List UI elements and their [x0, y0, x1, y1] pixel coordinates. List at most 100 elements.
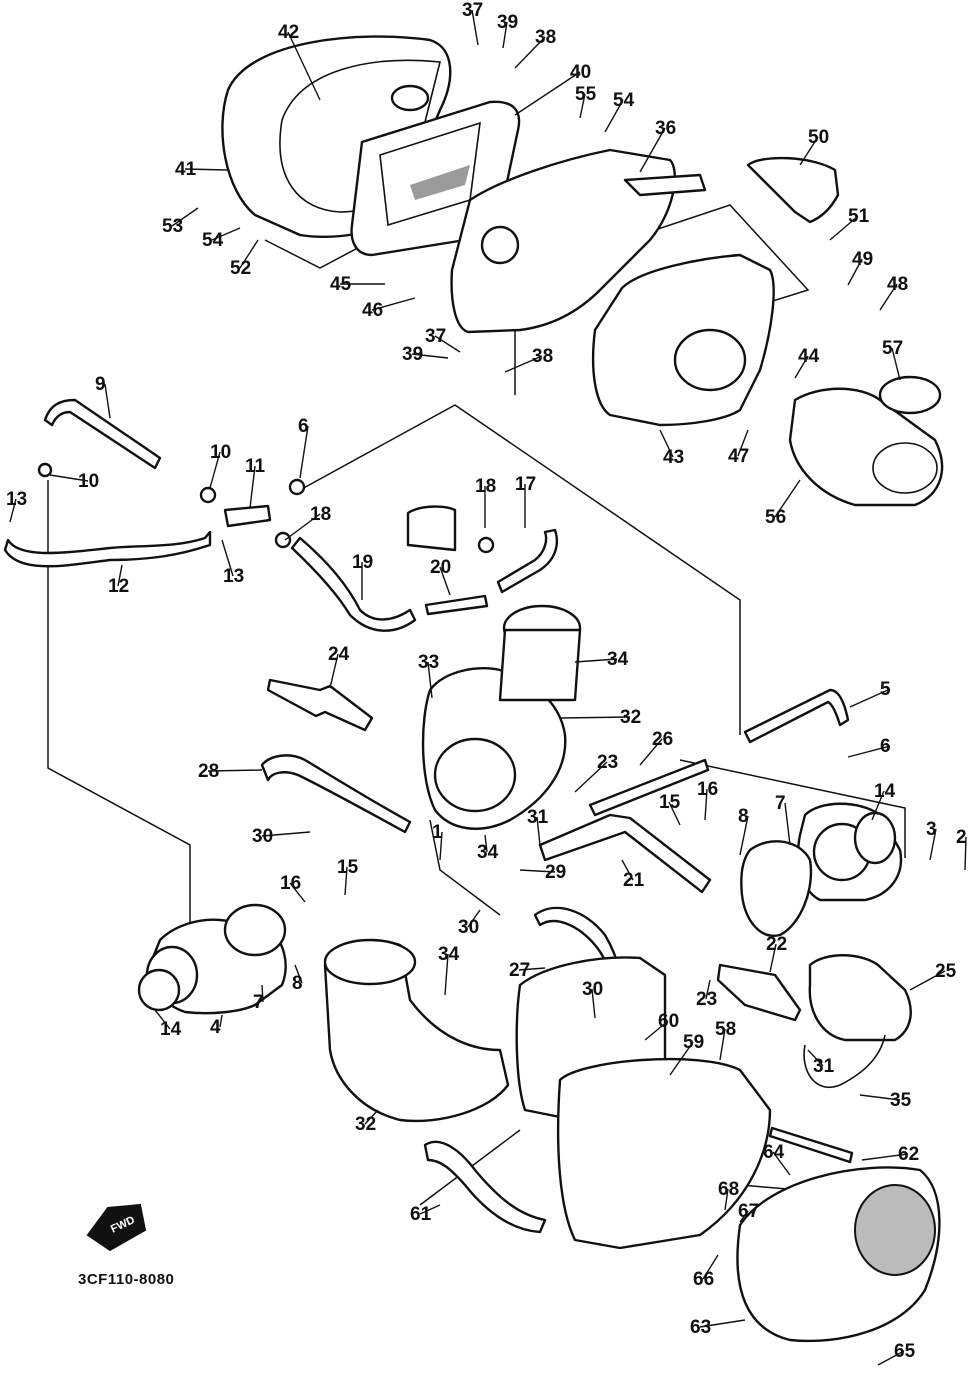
leader-hose	[104, 383, 111, 419]
leader-lower-bracket	[504, 355, 543, 373]
callout-plate: 8	[292, 973, 303, 994]
callout-joint: 4	[210, 1017, 221, 1038]
drawing-code: 3CF110-8080	[78, 1271, 175, 1288]
leader-bolt	[861, 1153, 909, 1161]
callout-upper-grommet: 37	[462, 0, 483, 21]
leader-clamp	[261, 984, 264, 1003]
leader-clip	[807, 1049, 824, 1067]
leader-band	[484, 834, 488, 853]
leader-air-duct	[774, 479, 801, 518]
leader-clip	[847, 745, 891, 758]
callout-band: 34	[438, 944, 460, 965]
leader-clip	[49, 474, 89, 482]
callout-screw: 15	[659, 792, 681, 813]
callout-bolt: 48	[887, 274, 908, 295]
callout-air-duct: 32	[620, 707, 641, 728]
callout-o-ring: 14	[874, 781, 896, 802]
leader-screw	[668, 801, 681, 826]
leader-upper-bracket	[514, 36, 546, 69]
callout-clip: 30	[458, 917, 479, 938]
joint-21	[538, 813, 712, 894]
callout-bolt: 60	[658, 1011, 679, 1032]
callout-seal: 42	[278, 22, 299, 43]
leader-plate	[294, 964, 303, 984]
leader-clip	[284, 513, 321, 541]
leader-nut	[772, 1151, 791, 1176]
left-joint-assembly	[137, 903, 287, 1015]
callout-switch: 25	[935, 961, 957, 982]
leader-clip	[536, 816, 541, 846]
callout-screw: 15	[337, 857, 359, 878]
callout-lower-collar: 39	[402, 344, 423, 365]
leader-clip	[9, 498, 17, 523]
leader-joint	[329, 653, 339, 689]
callout-bolt: 29	[545, 862, 566, 883]
callout-hose: 12	[108, 576, 129, 597]
leader-band	[444, 953, 449, 996]
callout-joint: 33	[418, 652, 439, 673]
callout-lower-grommet: 37	[425, 326, 446, 347]
filter-case	[450, 148, 707, 334]
leader-clip	[299, 425, 309, 479]
leader-bolt	[519, 869, 556, 873]
leader-washer	[704, 788, 708, 821]
callout-clip: 6	[880, 736, 891, 757]
callout-cover-bracket: 50	[808, 127, 829, 148]
leader-hose	[207, 769, 263, 772]
leader-hose	[639, 738, 663, 766]
callout-clip: 30	[252, 826, 273, 847]
leader-case-cover	[659, 429, 674, 458]
callout-clip: 13	[223, 566, 244, 587]
joint-24	[266, 678, 374, 732]
leader-clip	[209, 451, 221, 489]
leader-joint	[249, 465, 256, 509]
leader-washer	[289, 882, 306, 903]
leader-bolt	[579, 93, 586, 119]
callout-filter-element: 40	[570, 62, 591, 83]
leader-joint	[219, 1014, 223, 1028]
leader-bolt	[829, 215, 859, 241]
left-air-duct	[323, 938, 510, 1123]
callout-clip: 10	[210, 442, 231, 463]
callout-hose: 9	[95, 374, 106, 395]
leader-upper-grommet	[471, 9, 479, 46]
leader-lead	[859, 1094, 901, 1101]
leader-switch	[909, 970, 946, 991]
carburetor-joint-right	[740, 802, 903, 937]
leader-hose	[849, 688, 891, 708]
callout-joint: 21	[623, 870, 645, 891]
callout-air-duct: 56	[765, 507, 786, 528]
leader-collar	[719, 1028, 726, 1061]
leader-cap	[964, 836, 967, 871]
callout-band: 34	[477, 842, 499, 863]
callout-clip: 18	[475, 476, 496, 497]
leader-band	[891, 347, 901, 381]
leader-washer	[211, 227, 241, 241]
callout-nut: 52	[230, 258, 251, 279]
callout-hose: 5	[880, 679, 891, 700]
callout-joint: 24	[328, 644, 350, 665]
leader-clip	[467, 909, 481, 928]
forward-direction-arrow: FWD	[86, 1203, 147, 1252]
leader-hose	[117, 564, 123, 587]
callout-clamp: 7	[253, 992, 264, 1013]
leader-joint	[769, 943, 777, 973]
leader-bolt	[737, 429, 749, 457]
callout-air-duct: 32	[355, 1114, 376, 1135]
leader-clip	[261, 831, 311, 837]
leader-lower-grommet	[434, 335, 461, 353]
leader-cover	[699, 1319, 746, 1328]
leader-filter-element	[514, 71, 581, 116]
callout-bolt: 59	[683, 1032, 704, 1053]
callout-clip: 23	[597, 752, 618, 773]
air-duct-upper	[788, 375, 944, 507]
callout-screw: 44	[798, 346, 820, 367]
callout-clamp: 7	[775, 793, 786, 814]
joint-33-duct	[421, 604, 582, 830]
callout-cap: 3	[926, 819, 937, 840]
callout-bolt: 67	[738, 1201, 759, 1222]
callout-clip: 6	[298, 416, 309, 437]
leader-bolt	[644, 1020, 669, 1041]
